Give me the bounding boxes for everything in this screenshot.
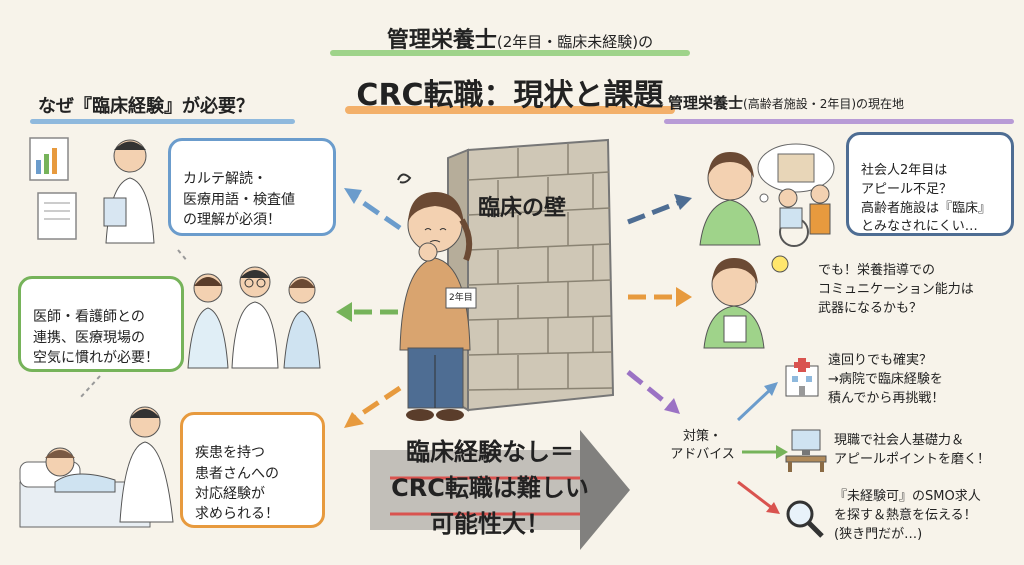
left-heading-underline bbox=[30, 119, 295, 124]
title-main: 管理栄養士 bbox=[386, 28, 497, 53]
right-heading-sub: (高齢者施設・2年目)の現在地 bbox=[743, 97, 905, 111]
hospital-icon bbox=[785, 358, 819, 397]
title2-underline bbox=[345, 106, 675, 114]
status-bubble-1: 社会人2年目は アピール不足？ 高齢者施設は『臨床』 とみなされにくい… bbox=[846, 132, 1014, 236]
conclusion-text: 臨床経験なし＝ CRC転職は難しい 可能性大！ bbox=[391, 438, 589, 538]
page-title: CRC転職：現状と課題 bbox=[356, 78, 664, 113]
magnifier-icon bbox=[786, 500, 824, 538]
wall-label: 臨床の壁 bbox=[478, 196, 567, 221]
advice-label: 対策・ アドバイス bbox=[670, 429, 735, 463]
status-text-1: 社会人2年目は アピール不足？ 高齢者施設は『臨床』 とみなされにくい… bbox=[861, 162, 992, 235]
title-sub: (2年目・臨床未経験)の bbox=[496, 33, 654, 51]
advice-text-1: 遠回りでも確実？ →病院で臨床経験を 積んでから再挑戦！ bbox=[828, 353, 945, 406]
desk-computer-icon bbox=[785, 429, 827, 472]
status-text-2: でも！栄養指導での コミュニケーション能力は 武器になるかも？ bbox=[818, 263, 974, 316]
reason-bubble-2: 医師・看護師との 連携、医療現場の 空気に慣れが必要！ bbox=[18, 276, 184, 372]
right-section-heading: 管理栄養士(高齢者施設・2年目)の現在地 bbox=[668, 92, 904, 113]
title-line1: 管理栄養士(2年目・臨床未経験)の bbox=[300, 22, 740, 54]
doctor-with-chart-illustration bbox=[29, 137, 155, 244]
reason-bubble-1: カルテ解読・ 医療用語・検査値 の理解が必須！ bbox=[168, 138, 336, 236]
name-tag: 2年目 bbox=[449, 293, 473, 303]
title-underline bbox=[330, 50, 690, 56]
reason-text-2: 医師・看護師との 連携、医療現場の 空気に慣れが必要！ bbox=[33, 309, 159, 366]
left-section-heading: なぜ『臨床経験』が必要？ bbox=[38, 96, 254, 117]
counseling-nutritionist-illustration bbox=[703, 255, 789, 349]
patient-care-illustration bbox=[19, 406, 174, 528]
right-heading-main: 管理栄養士 bbox=[668, 94, 744, 112]
reason-text-3: 疾患を持つ 患者さんへの 対応経験が 求められる！ bbox=[195, 445, 279, 523]
reason-bubble-3: 疾患を持つ 患者さんへの 対応経験が 求められる！ bbox=[180, 412, 325, 528]
worried-nutritionist-illustration bbox=[397, 173, 477, 421]
elderly-care-illustration bbox=[778, 184, 831, 247]
thinking-nutritionist-illustration bbox=[699, 143, 835, 246]
reason-text-1: カルテ解読・ 医療用語・検査値 の理解が必須！ bbox=[183, 171, 295, 228]
advice-text-3: 『未経験可』のSMO求人 を探す＆熱意を伝える！ (狭き門だが…) bbox=[834, 489, 981, 542]
medical-team-illustration bbox=[187, 266, 321, 369]
advice-text-2: 現職で社会人基礎力＆ アピールポイントを磨く！ bbox=[834, 433, 991, 467]
conclusion-arrow bbox=[370, 430, 630, 550]
right-heading-underline bbox=[664, 119, 1014, 124]
